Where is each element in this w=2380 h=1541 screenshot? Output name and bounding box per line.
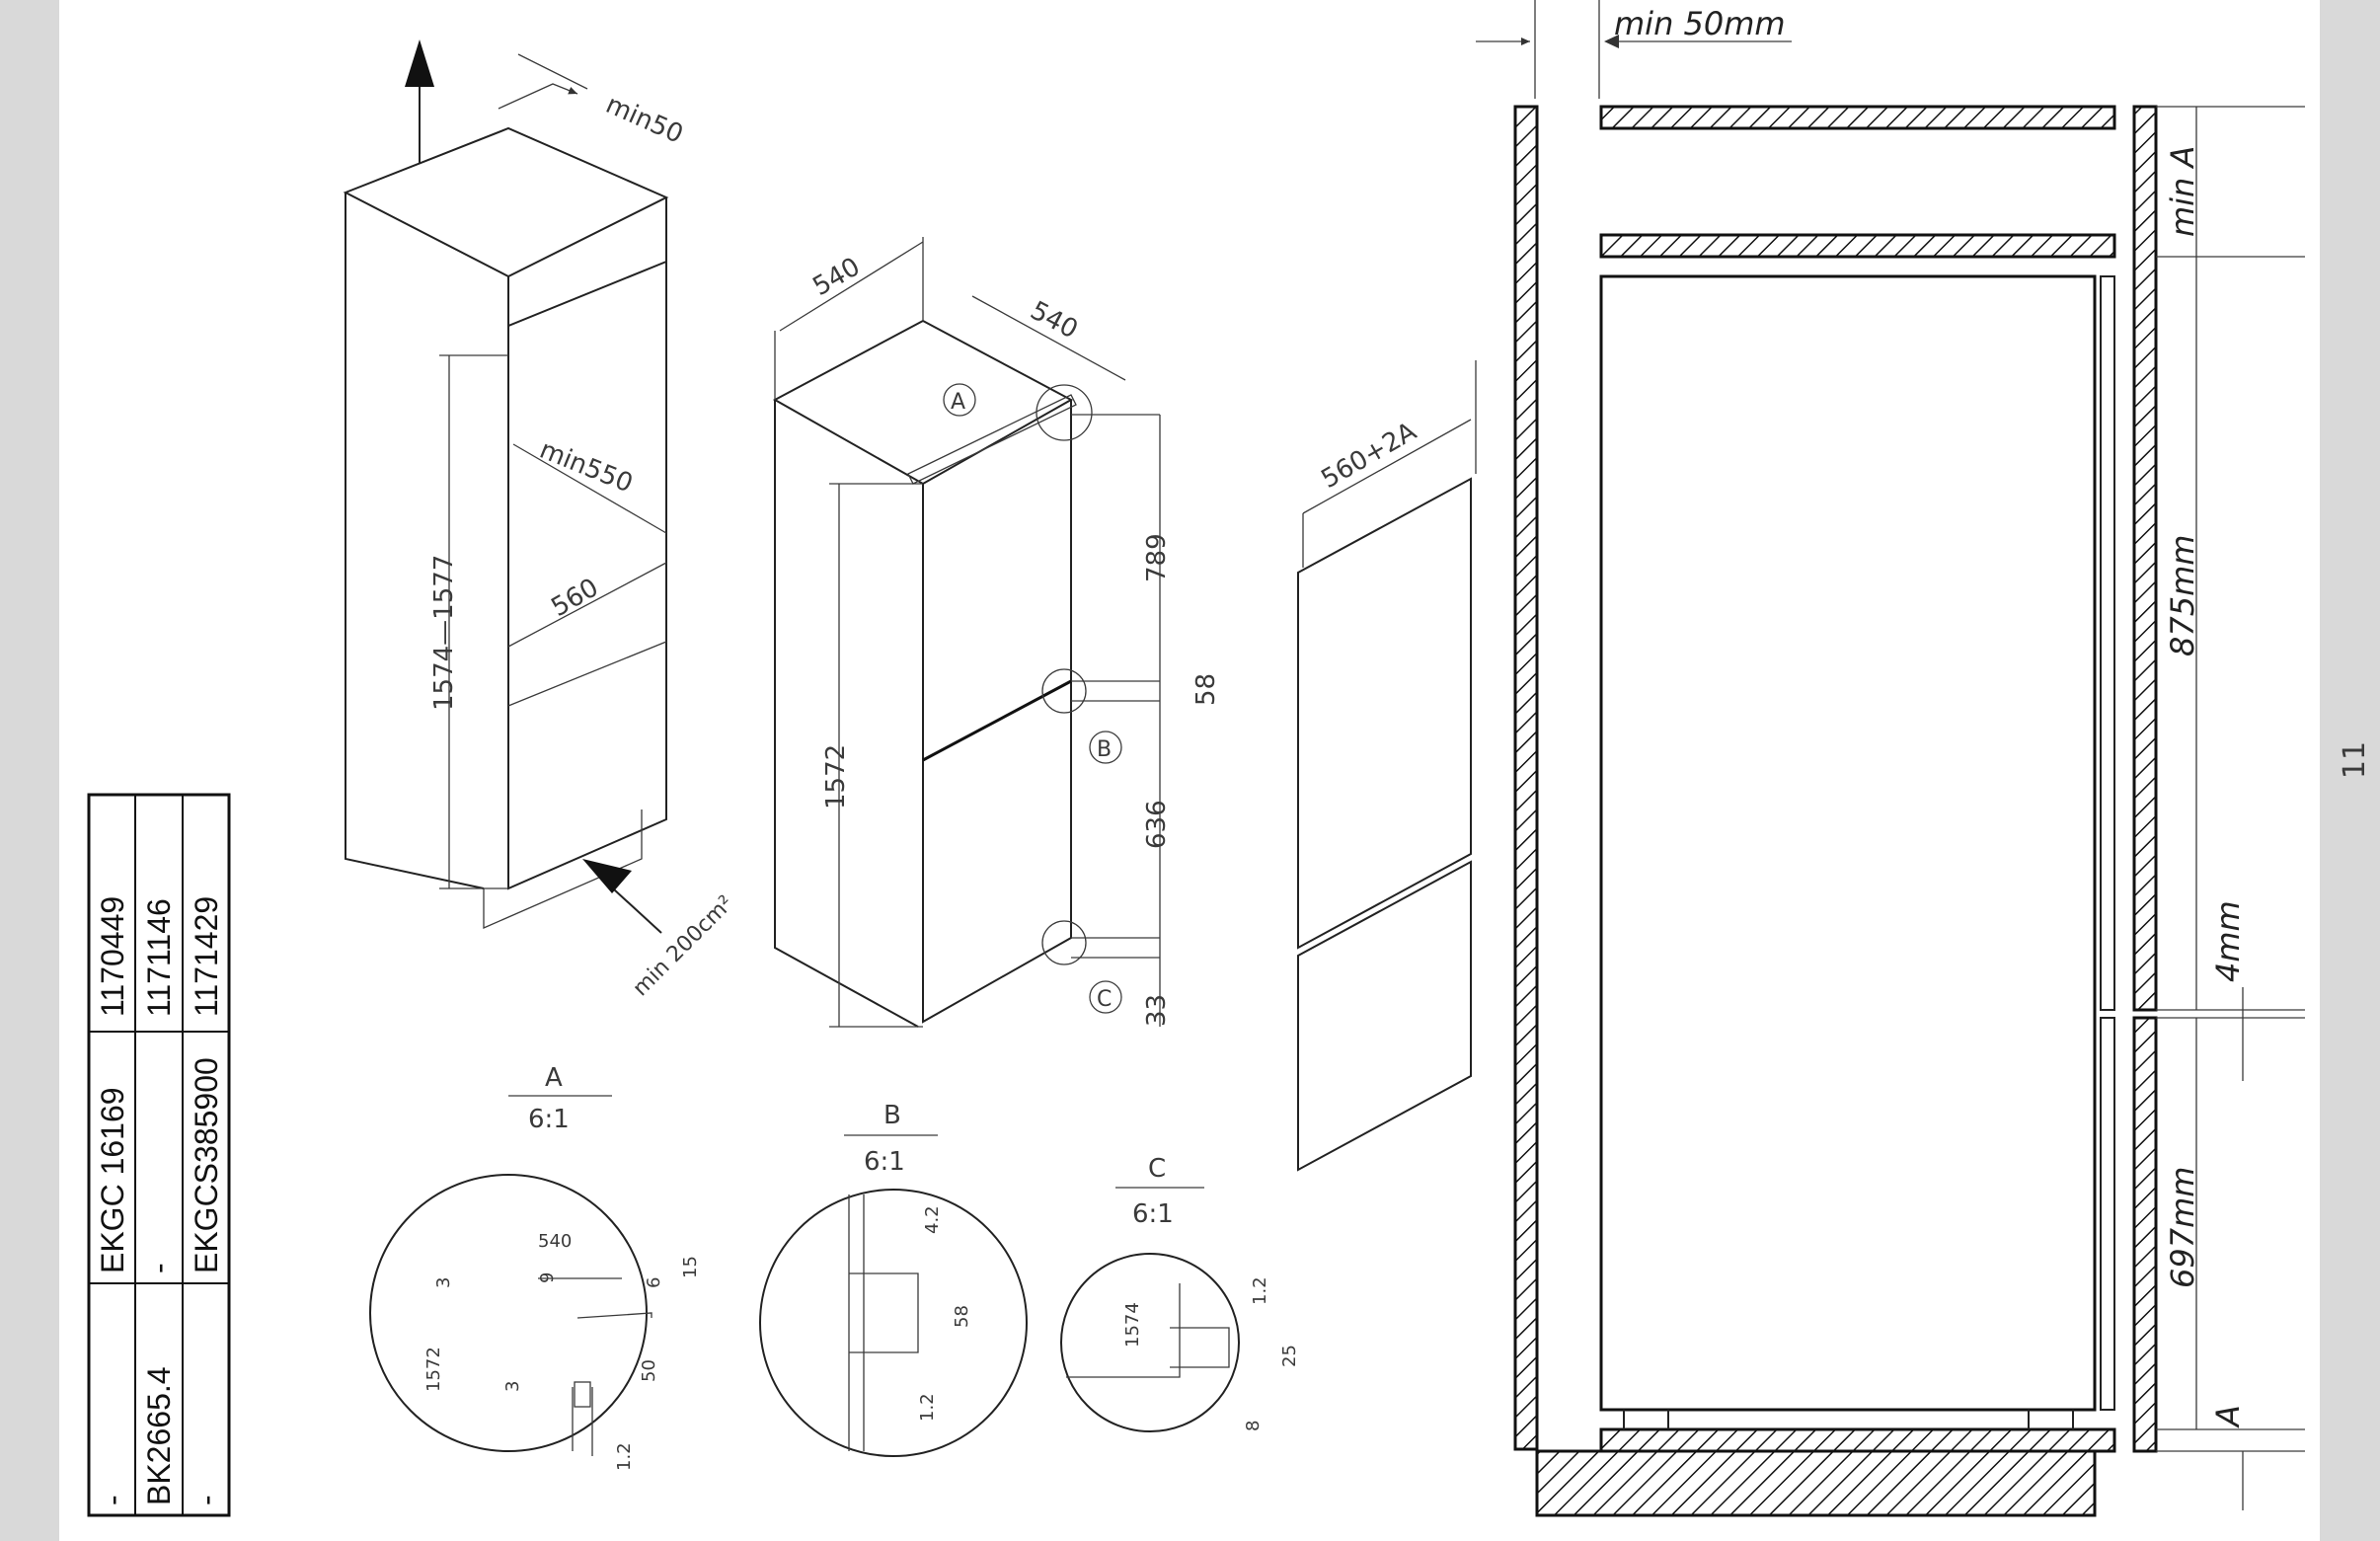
detail-a-dim-6: 6 [644,1277,664,1288]
bottom-shelf-hatched [1599,1427,2116,1453]
detail-a-scale: 6:1 [528,1105,570,1134]
detail-c-dim-1-2: 1.2 [1250,1276,1270,1305]
gap-label: 4mm [2209,900,2247,982]
table-cell-3-1: 1171429 [189,896,224,1017]
left-margin-bar [0,0,59,1541]
detail-c: C 6:1 1574 1.2 25 8 [1060,1154,1300,1432]
top-shelf-hatched [1599,105,2116,130]
page-number: 11 [2338,741,2372,779]
table-cell-3-3: - [189,1495,224,1505]
appliance-33-label: 33 [1142,994,1172,1027]
detail-c-scale: 6:1 [1132,1199,1174,1229]
detail-a-dim-15: 15 [680,1256,701,1278]
appliance-636-label: 636 [1142,800,1172,849]
detail-b-dim-1-2: 1.2 [917,1393,938,1422]
right-lower-wall-hatched [2132,1016,2158,1453]
detail-a-dim-9: 9 [537,1272,558,1283]
marker-a: A [951,390,965,415]
table-cell-1-2: EKGC 16169 [95,1087,130,1273]
detail-b-scale: 6:1 [864,1147,905,1177]
appliance-1572-label: 1572 [821,744,851,809]
detail-c-dim-8: 8 [1243,1421,1264,1431]
left-wall-hatched [1513,105,1539,1451]
detail-b: B 6:1 4.2 58 1.2 [759,1101,1028,1457]
detail-a-dim-3b: 3 [502,1381,523,1392]
table-cell-1-1: 1170449 [95,896,130,1017]
detail-a-dim-3a: 3 [433,1277,454,1288]
vent-label: min 200cm² [629,891,739,1002]
marker-c: C [1097,987,1112,1012]
lower-door-edge [2100,1017,2115,1411]
appliance-58-label: 58 [1191,673,1221,706]
detail-c-dim-1574: 1574 [1122,1302,1143,1348]
right-margin-bar [2320,0,2380,1541]
appliance-isometric: 540 540 1572 789 58 636 33 A B C [772,237,1221,1028]
door-panel-isometric: 560+2A [1297,360,1477,1172]
niche-isometric: min50 1574—1577 min550 560 min 200cm² [343,39,739,1002]
right-upper-wall-hatched [2132,105,2158,1012]
table-cell-3-2: EKGCS385900 [189,1057,224,1273]
niche-min50-label: min50 [601,90,687,150]
table-cell-2-1: 1171146 [141,898,177,1017]
appliance-540a-label: 540 [808,252,866,302]
bottom-a-label: A [2209,1405,2247,1428]
appliance-body-outline [1599,274,2097,1412]
upper-door-edge [2100,275,2115,1011]
detail-b-title: B [883,1101,901,1130]
lower-height-label: 697mm [2164,1167,2201,1288]
detail-a-dim-50: 50 [639,1359,659,1382]
detail-c-title: C [1148,1154,1166,1184]
detail-a-dim-1572: 1572 [423,1347,444,1392]
detail-a-dim-1-2: 1.2 [614,1442,635,1471]
table-cell-1-3: - [95,1495,130,1505]
model-table: 1170449 EKGC 16169 - 1171146 - BK2665.4 … [87,793,231,1517]
bottom-plinth-hatched [1535,1449,2097,1517]
niche-560-label: 560 [547,573,604,623]
table-cell-2-2: - [141,1263,177,1273]
niche-height-label: 1574—1577 [429,555,459,711]
detail-b-dim-4-2: 4.2 [922,1205,943,1234]
min-gap-label: min 50mm [1614,5,1786,42]
section-view: min 50mm min A 875mm 4mm 697mm A [1476,0,2305,1517]
detail-a-title: A [545,1063,563,1093]
appliance-540b-label: 540 [1026,296,1083,346]
detail-a-dim-540: 540 [538,1231,572,1252]
detail-c-dim-25: 25 [1279,1345,1300,1367]
second-shelf-hatched [1599,233,2116,259]
table-cell-2-3: BK2665.4 [141,1366,177,1505]
upper-height-label: 875mm [2164,535,2201,656]
detail-a: A 6:1 540 3 9 6 15 1572 3 50 1.2 [369,1063,701,1471]
niche-min550-label: min550 [535,435,637,500]
appliance-789-label: 789 [1142,533,1172,582]
detail-b-dim-58: 58 [952,1305,972,1328]
marker-b: B [1097,737,1112,762]
min-a-label: min A [2164,146,2201,237]
